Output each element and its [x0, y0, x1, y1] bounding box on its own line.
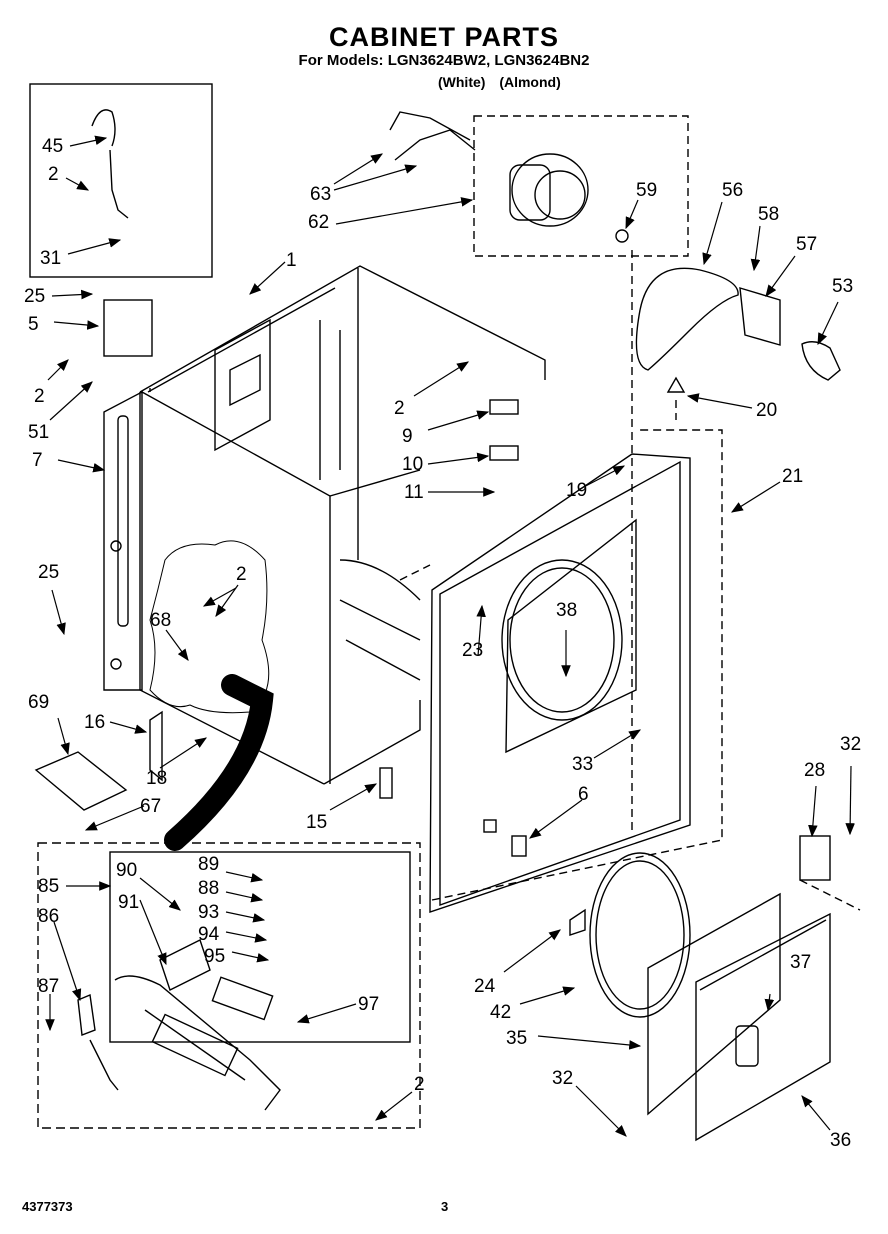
callout-label: 9 — [402, 426, 413, 447]
callout-label: 89 — [198, 854, 219, 875]
callout-label: 38 — [556, 600, 577, 621]
callout-label: 2 — [414, 1074, 425, 1095]
burner-assembly-box — [37, 842, 421, 1129]
callout-label: 11 — [404, 482, 424, 503]
page-title: CABINET PARTS — [328, 22, 559, 52]
callout-label: 56 — [722, 180, 743, 201]
callout-label: 90 — [116, 860, 137, 881]
callout-label: 69 — [28, 692, 49, 713]
callout-label: 59 — [636, 180, 657, 201]
burner-parts — [77, 939, 281, 1111]
cabinet-body — [139, 265, 546, 785]
callout-label: 63 — [310, 184, 331, 205]
callout-label: 31 — [40, 248, 61, 269]
callout-label: 10 — [402, 454, 423, 475]
callout-label: 7 — [32, 450, 43, 471]
callout-label: 67 — [140, 796, 161, 817]
callout-label: 58 — [758, 204, 779, 225]
motor-assembly — [509, 153, 629, 243]
callout-label: 25 — [38, 562, 59, 583]
callout-label: 2 — [394, 398, 405, 419]
callout-label: 97 — [358, 994, 379, 1015]
callout-label: 32 — [552, 1068, 573, 1089]
callout-label: 2 — [48, 164, 59, 185]
callout-label: 32 — [840, 734, 861, 755]
callout-label: 19 — [566, 480, 587, 501]
front-panel — [429, 453, 691, 913]
callout-label: 28 — [804, 760, 825, 781]
callout-label: 85 — [38, 876, 59, 897]
callout-label: 62 — [308, 212, 329, 233]
callout-label: 36 — [830, 1130, 851, 1151]
burner-subassembly-box — [109, 851, 411, 1043]
page-number: 3 — [441, 1199, 449, 1214]
inset-box-igniter — [29, 83, 213, 278]
callout-label: 15 — [306, 812, 327, 833]
callout-label: 57 — [796, 234, 817, 255]
callout-label: 23 — [462, 640, 483, 661]
part-number: 4377373 — [22, 1199, 73, 1214]
callout-label: 37 — [790, 952, 811, 973]
callout-label: 87 — [38, 976, 59, 997]
callout-label: 35 — [506, 1028, 527, 1049]
callout-label: 86 — [38, 906, 59, 927]
callout-label: 51 — [28, 422, 49, 443]
callout-label: 53 — [832, 276, 853, 297]
callout-label: 68 — [150, 610, 171, 631]
callout-label: 2 — [236, 564, 247, 585]
callout-label: 88 — [198, 878, 219, 899]
color-variants: (White) (Almond) — [438, 74, 561, 90]
side-panel — [103, 390, 143, 691]
callout-label: 5 — [28, 314, 39, 335]
callout-label: 93 — [198, 902, 219, 923]
callout-label: 45 — [42, 136, 63, 157]
callout-label: 20 — [756, 400, 777, 421]
callout-label: 24 — [474, 976, 496, 997]
callout-label: 6 — [578, 784, 589, 805]
model-numbers: For Models: LGN3624BW2, LGN3624BN2 — [298, 52, 590, 69]
callout-label: 33 — [572, 754, 593, 775]
callout-label: 1 — [286, 250, 297, 271]
callout-label: 95 — [204, 946, 225, 967]
callout-label: 25 — [24, 286, 45, 307]
callout-label: 91 — [118, 892, 139, 913]
callout-label: 42 — [490, 1002, 511, 1023]
callout-label: 2 — [34, 386, 45, 407]
motor-group-box — [473, 115, 689, 257]
dryer-door — [589, 852, 831, 1142]
callout-label: 94 — [198, 924, 220, 945]
callout-label: 16 — [84, 712, 105, 733]
callout-label: 21 — [782, 466, 803, 487]
callout-label: 18 — [146, 768, 167, 789]
